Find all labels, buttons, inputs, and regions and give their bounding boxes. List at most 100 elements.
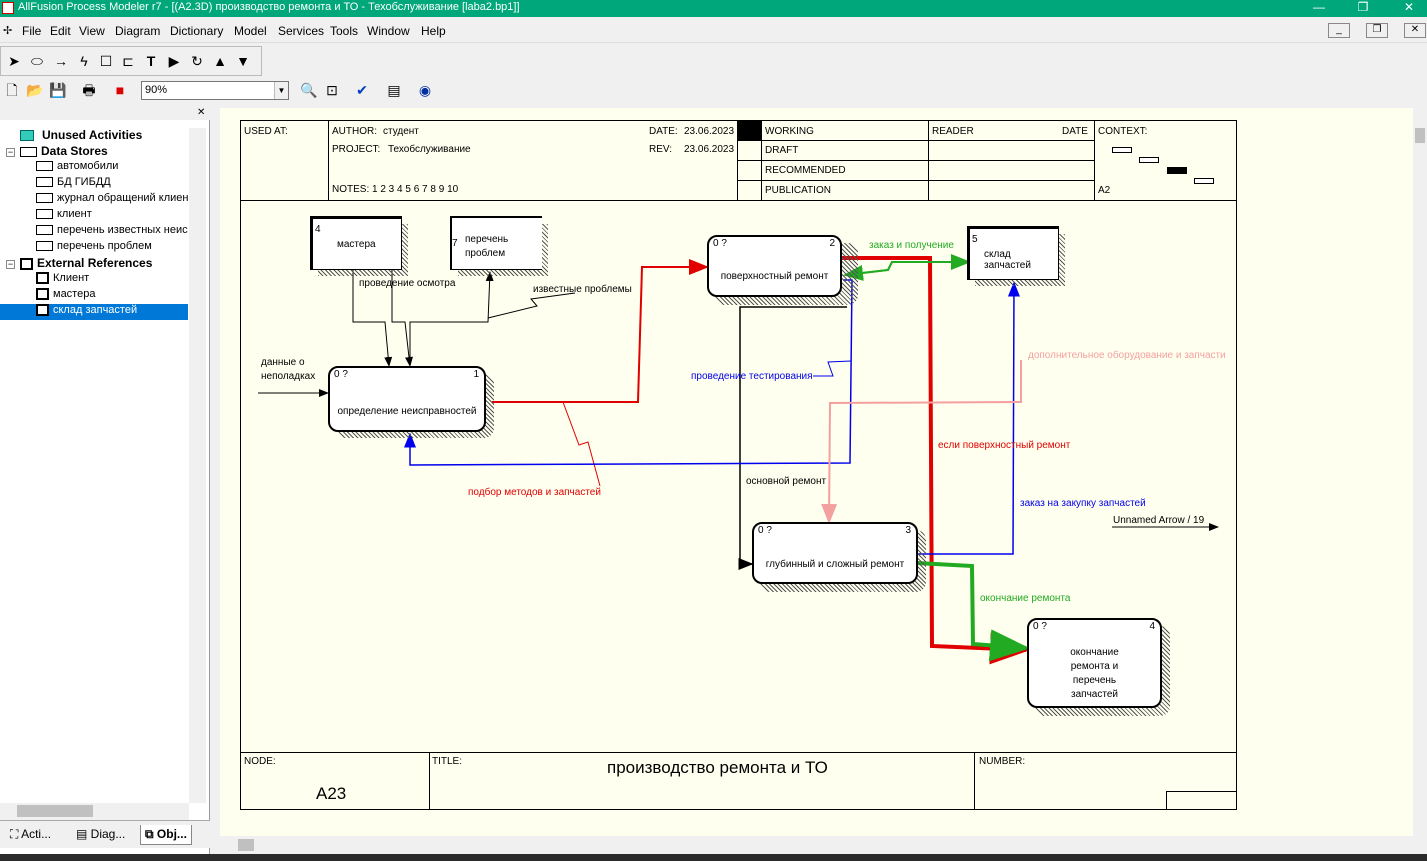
- arrow-icon[interactable]: →: [54, 53, 68, 69]
- menu-file[interactable]: File: [22, 24, 42, 38]
- tab-activities[interactable]: ⛶ Acti...: [6, 825, 55, 845]
- label-inspection[interactable]: проведение осмотра: [359, 278, 456, 289]
- tree-label: External References: [37, 256, 153, 270]
- label-order-receive[interactable]: заказ и получение: [869, 240, 954, 251]
- activity-box-3[interactable]: 0 ? 3 глубинный и сложный ремонт: [752, 522, 918, 584]
- external-ref-icon[interactable]: ⊏: [122, 53, 134, 69]
- arrow-repair-end[interactable]: [916, 561, 1030, 662]
- arrow-inspection-branch[interactable]: [391, 270, 413, 367]
- external-ref-icon: [36, 288, 49, 301]
- collapse-data-stores[interactable]: −: [6, 147, 15, 157]
- navigator-icon[interactable]: ◉: [418, 82, 432, 98]
- doc-icon[interactable]: ✢: [3, 25, 13, 37]
- number-label: NUMBER:: [979, 756, 1026, 767]
- tree-vertical-scrollbar[interactable]: [189, 128, 206, 803]
- open-icon[interactable]: 📂: [26, 82, 44, 98]
- mdi-restore-button[interactable]: ❐: [1366, 23, 1388, 38]
- squiggle-icon[interactable]: ϟ: [80, 53, 88, 69]
- tree-external-references[interactable]: External References: [20, 256, 152, 272]
- tree-item[interactable]: перечень проблем: [36, 240, 152, 256]
- pointer-icon[interactable]: ➤: [8, 53, 20, 69]
- label-if-surface[interactable]: если поверхностный ремонт: [938, 440, 1071, 451]
- go-down-icon[interactable]: ▼: [236, 53, 250, 69]
- data-store-icon[interactable]: ☐: [99, 53, 113, 69]
- arrow-order-receive-back[interactable]: [843, 261, 969, 281]
- menu-tools[interactable]: Tools: [330, 24, 359, 38]
- menu-edit[interactable]: Edit: [50, 24, 71, 38]
- scroll-thumb[interactable]: [1415, 128, 1425, 143]
- arrow-known-problems[interactable]: [409, 271, 494, 366]
- tree-item[interactable]: мастера: [36, 288, 95, 304]
- menu-window[interactable]: Window: [367, 24, 410, 38]
- print-icon[interactable]: 🖶: [82, 82, 96, 98]
- tree-unused-activities[interactable]: Unused Activities: [20, 128, 142, 144]
- scroll-thumb[interactable]: [17, 805, 93, 817]
- close-icon[interactable]: ✕: [197, 107, 206, 118]
- arrow-order-parts[interactable]: [917, 281, 1020, 555]
- label-extra-equipment[interactable]: дополнительное оборудование и запчасти: [1028, 350, 1226, 361]
- collapse-external-refs[interactable]: −: [6, 259, 15, 269]
- arrow-if-surface[interactable]: [840, 256, 1030, 665]
- label-main-repair[interactable]: основной ремонт: [746, 476, 827, 487]
- tab-objects[interactable]: ⧉ Obj...: [140, 825, 192, 845]
- tree-item[interactable]: клиент: [36, 208, 92, 224]
- status-recommended: RECOMMENDED: [765, 165, 846, 176]
- arrow-method-select[interactable]: [492, 259, 709, 403]
- spellcheck-icon[interactable]: ✔: [356, 82, 368, 98]
- tree-item[interactable]: БД ГИБДД: [36, 176, 111, 192]
- label-repair-end[interactable]: окончание ремонта: [980, 593, 1071, 604]
- zoom-icon[interactable]: 🔍: [300, 82, 318, 98]
- tree-item[interactable]: журнал обращений клиен: [36, 192, 188, 208]
- arrow-main-repair[interactable]: [738, 306, 847, 570]
- canvas-horizontal-scrollbar[interactable]: [220, 836, 1413, 854]
- label-method-select[interactable]: подбор методов и запчастей: [468, 487, 601, 498]
- new-icon[interactable]: 🗋: [6, 82, 18, 98]
- mdi-minimize-button[interactable]: _: [1328, 23, 1350, 38]
- label-fault-data[interactable]: данные о неполадках: [261, 357, 316, 382]
- label-testing[interactable]: проведение тестирования: [691, 371, 813, 382]
- tree-data-stores[interactable]: Data Stores: [20, 144, 108, 160]
- external-ref-masters[interactable]: 4 мастера: [310, 216, 402, 270]
- off-page-icon[interactable]: ▶: [168, 53, 180, 69]
- menu-services[interactable]: Services: [278, 24, 325, 38]
- label-order-parts[interactable]: заказ на закупку запчастей: [1020, 498, 1146, 509]
- activity-box-1[interactable]: 0 ? 1 определение неисправностей: [328, 366, 486, 432]
- text-icon[interactable]: T: [146, 53, 156, 69]
- zoom-select[interactable]: 90%▼: [141, 81, 289, 100]
- zoom-fit-icon[interactable]: ⊡: [326, 82, 338, 98]
- frame-divider: [328, 120, 329, 200]
- tree-item[interactable]: перечень известных неис: [36, 224, 188, 240]
- diagram-canvas[interactable]: [220, 108, 1413, 836]
- tree-item[interactable]: автомобили: [36, 160, 118, 176]
- tree-item-selected[interactable]: склад запчастей: [0, 304, 188, 320]
- arrow-extra-equipment[interactable]: [821, 360, 1022, 524]
- restore-button[interactable]: ❐: [1357, 0, 1369, 14]
- close-button[interactable]: ✕: [1403, 0, 1415, 14]
- mdi-close-button[interactable]: ✕: [1404, 23, 1426, 38]
- scroll-thumb[interactable]: [238, 839, 254, 851]
- canvas-vertical-scrollbar[interactable]: [1413, 108, 1427, 836]
- activity-box-icon[interactable]: ⬭: [31, 53, 43, 69]
- save-icon[interactable]: 💾: [49, 82, 67, 98]
- tab-diagrams[interactable]: ▤ Diag...: [72, 825, 129, 845]
- swap-icon[interactable]: ↻: [191, 53, 203, 69]
- tree-horizontal-scrollbar[interactable]: [0, 803, 189, 820]
- label-known-problems[interactable]: известные проблемы: [533, 284, 632, 295]
- arrow-inspection[interactable]: [352, 270, 393, 367]
- activity-box-2[interactable]: 0 ? 2 поверхностный ремонт: [707, 235, 842, 297]
- menu-diagram[interactable]: Diagram: [115, 24, 161, 38]
- external-ref-warehouse[interactable]: 5 склад запчастей: [967, 226, 1059, 280]
- minimize-button[interactable]: —: [1313, 0, 1325, 14]
- menu-view[interactable]: View: [79, 24, 105, 38]
- tree-item[interactable]: Клиент: [36, 272, 89, 288]
- menu-help[interactable]: Help: [421, 24, 446, 38]
- color-icon[interactable]: ■: [115, 82, 125, 98]
- chevron-down-icon[interactable]: ▼: [274, 82, 288, 99]
- model-explorer-icon[interactable]: ▤: [387, 82, 401, 98]
- label-unnamed-arrow[interactable]: Unnamed Arrow / 19: [1113, 515, 1205, 526]
- menu-dictionary[interactable]: Dictionary: [170, 24, 224, 38]
- menu-model[interactable]: Model: [234, 24, 267, 38]
- go-up-icon[interactable]: ▲: [213, 53, 227, 69]
